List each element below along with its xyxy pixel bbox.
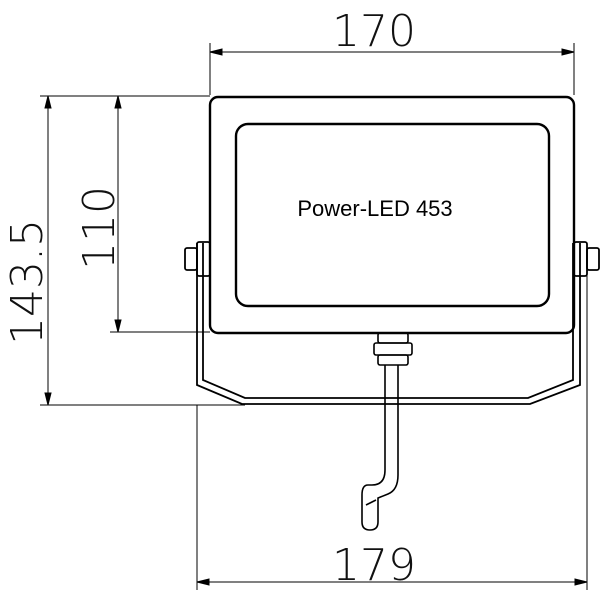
product-label: Power-LED 453 [297, 196, 452, 221]
dimension-width-top [209, 43, 575, 95]
dimension-143-5-label: 143.5 [2, 219, 53, 345]
dimension-110-label: 110 [74, 186, 125, 270]
dimension-width-bottom [196, 270, 588, 590]
power-cable [361, 365, 399, 531]
dimension-height-inner [110, 95, 210, 333]
dimension-170-label: 170 [332, 6, 416, 57]
mounting-bracket [184, 241, 600, 405]
cable-gland [373, 332, 413, 366]
dimension-height-overall [40, 95, 245, 406]
dimension-179-label: 179 [332, 540, 416, 591]
